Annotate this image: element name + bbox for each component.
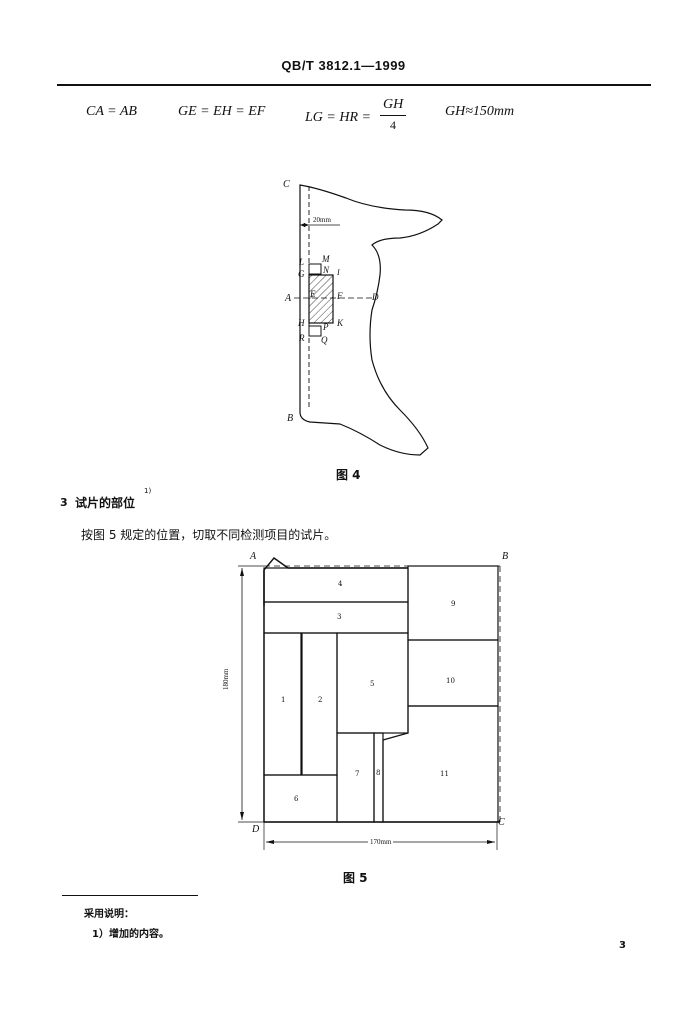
fig5-height-dimension: 180mm bbox=[222, 668, 230, 690]
fig5-region-11: 11 bbox=[440, 770, 449, 778]
fig5-region-4: 4 bbox=[338, 580, 343, 588]
fig4-point-f: F bbox=[337, 291, 343, 301]
formula-fraction-bar bbox=[380, 115, 406, 116]
formula-lg-hr: LG = HR = bbox=[305, 110, 371, 125]
fig4-point-c: C bbox=[283, 179, 290, 190]
section-footnote-mark: 1) bbox=[144, 487, 152, 495]
footnote-rule bbox=[62, 895, 198, 896]
fig4-point-b: B bbox=[287, 413, 294, 424]
fig4-point-e: E bbox=[310, 289, 316, 299]
section-number: 3 bbox=[60, 496, 68, 509]
fig4-point-k: K bbox=[337, 318, 344, 328]
section-body-text: 按图 5 规定的位置，切取不同检测项目的试片。 bbox=[81, 528, 337, 542]
fig5-corner-b: B bbox=[502, 551, 509, 562]
figure-5-caption: 图 5 bbox=[343, 871, 368, 885]
fig5-region-2: 2 bbox=[318, 696, 323, 704]
figure-5-cutting-layout bbox=[238, 557, 501, 850]
formula-gh-150: GH≈150mm bbox=[445, 104, 515, 119]
fig5-region-6: 6 bbox=[294, 795, 299, 803]
fig4-point-r: R bbox=[299, 333, 305, 343]
fig4-point-i: I bbox=[337, 268, 340, 277]
fig5-region-1: 1 bbox=[281, 696, 286, 704]
fig5-corner-d: D bbox=[252, 824, 260, 835]
fig4-point-a: A bbox=[285, 293, 292, 304]
fig4-point-h: H bbox=[298, 318, 305, 328]
formula-fraction-denominator: 4 bbox=[390, 118, 396, 132]
fig4-point-g: G bbox=[298, 269, 305, 279]
fig5-region-10: 10 bbox=[446, 677, 455, 685]
formula-ge-eh-ef: GE = EH = EF bbox=[178, 104, 266, 119]
fig5-region-5: 5 bbox=[370, 680, 375, 688]
fig4-point-m: M bbox=[322, 254, 330, 264]
footnote-item-1: 1）增加的内容。 bbox=[92, 929, 169, 940]
fig5-region-8: 8 bbox=[376, 769, 381, 777]
figure-4-hide-outline bbox=[294, 184, 443, 456]
fig4-dim-20mm: 20mm bbox=[313, 216, 331, 224]
fig5-region-3: 3 bbox=[337, 613, 342, 621]
fig5-region-9: 9 bbox=[451, 600, 456, 608]
fig5-width-dimension: 170mm bbox=[368, 838, 394, 846]
header-rule bbox=[57, 84, 651, 86]
fig5-corner-a: A bbox=[250, 551, 257, 562]
formula-fraction-numerator: GH bbox=[383, 97, 404, 112]
section-title: 试片的部位 bbox=[75, 496, 136, 510]
fig5-corner-c: C bbox=[498, 817, 505, 828]
fig4-point-d: D bbox=[372, 292, 379, 302]
standard-header: QB/T 3812.1—1999 bbox=[281, 58, 406, 73]
fig4-point-q: Q bbox=[321, 335, 328, 345]
fig4-point-n: N bbox=[323, 265, 330, 275]
fig5-region-7: 7 bbox=[355, 770, 360, 778]
fig4-point-l: L bbox=[299, 257, 305, 267]
page-number: 3 bbox=[619, 940, 626, 951]
formula-ca-ab: CA = AB bbox=[86, 104, 137, 119]
figure-4-caption: 图 4 bbox=[336, 468, 361, 482]
footnote-title: 采用说明： bbox=[84, 909, 134, 920]
fig4-point-p: P bbox=[323, 322, 329, 332]
